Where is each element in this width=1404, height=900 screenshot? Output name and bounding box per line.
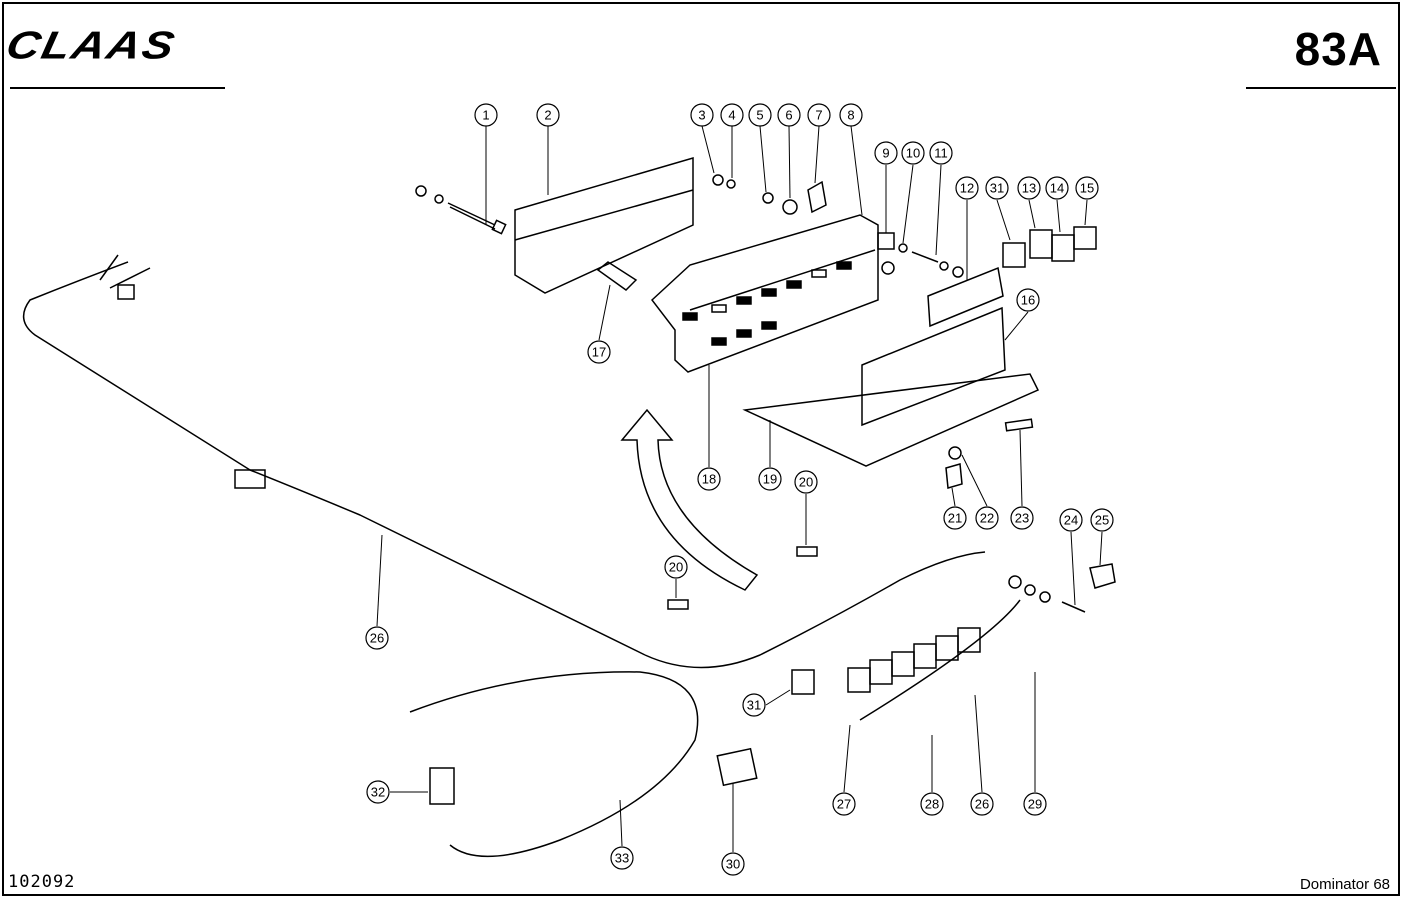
callout-8: 8 — [847, 108, 854, 123]
callout-20-upper: 20 — [799, 475, 813, 490]
page-number: 83A — [1294, 23, 1382, 75]
callout-7: 7 — [815, 108, 822, 123]
callout-32: 32 — [371, 785, 385, 800]
callout-22: 22 — [980, 511, 994, 526]
callout-labels: 1 2 3 4 5 6 7 8 9 10 11 12 31 13 14 15 1… — [370, 108, 1109, 872]
cable-clip-part — [667, 599, 689, 610]
callout-circles — [365, 103, 1114, 876]
ground-bolt-part — [1008, 563, 1116, 613]
relay-lower-part — [791, 669, 815, 695]
callout-3: 3 — [698, 108, 705, 123]
callout-2: 2 — [544, 108, 551, 123]
callout-5: 5 — [756, 108, 763, 123]
callout-17: 17 — [592, 345, 606, 360]
callout-19: 19 — [763, 472, 777, 487]
callout-6: 6 — [785, 108, 792, 123]
callout-24: 24 — [1064, 513, 1078, 528]
mounting-strip-part — [927, 266, 1004, 328]
relay-board-part — [742, 306, 1040, 467]
callout-10: 10 — [906, 146, 920, 161]
small-hardware-parts — [712, 174, 827, 215]
cover-plate-part — [514, 156, 694, 294]
callout-28: 28 — [925, 797, 939, 812]
callout-23: 23 — [1015, 511, 1029, 526]
callout-12: 12 — [960, 181, 974, 196]
callout-4: 4 — [728, 108, 735, 123]
callout-15: 15 — [1080, 181, 1094, 196]
leader-lines — [376, 125, 1103, 852]
instrument-panel-part — [650, 214, 879, 373]
callout-27: 27 — [837, 797, 851, 812]
page-number-underline — [1246, 87, 1396, 89]
callout-26-left: 26 — [370, 631, 384, 646]
model-name: Dominator 68 — [1299, 876, 1390, 893]
spacer-tube-part — [596, 261, 638, 291]
drawing-number: 102092 — [8, 872, 76, 892]
logo-underline — [10, 87, 225, 89]
relay-parts — [1002, 226, 1097, 268]
callout-33: 33 — [615, 851, 629, 866]
callout-30: 30 — [726, 857, 740, 872]
callout-31-lower: 31 — [747, 698, 761, 713]
callout-18: 18 — [702, 472, 716, 487]
cable-loop-part — [409, 671, 699, 858]
callout-11: 11 — [934, 146, 948, 161]
callout-21: 21 — [948, 511, 962, 526]
connector-blocks-part — [847, 599, 1021, 721]
callout-14: 14 — [1050, 181, 1064, 196]
callout-31-upper: 31 — [990, 181, 1004, 196]
callout-25: 25 — [1095, 513, 1109, 528]
callout-1: 1 — [482, 108, 489, 123]
callout-26-right: 26 — [975, 797, 989, 812]
callout-29: 29 — [1028, 797, 1042, 812]
bolt-part — [415, 185, 507, 235]
terminal-plate-part — [716, 747, 758, 787]
callout-9: 9 — [882, 146, 889, 161]
callout-20-lower: 20 — [669, 560, 683, 575]
gauge-hardware-parts — [877, 232, 964, 278]
callout-16: 16 — [1021, 293, 1035, 308]
wiring-harness-part — [22, 254, 986, 669]
flasher-unit-part — [429, 767, 455, 805]
bracket-hardware-parts — [945, 418, 1034, 489]
direction-arrow — [620, 408, 759, 591]
callout-13: 13 — [1022, 181, 1036, 196]
cable-clip-part — [796, 546, 818, 557]
